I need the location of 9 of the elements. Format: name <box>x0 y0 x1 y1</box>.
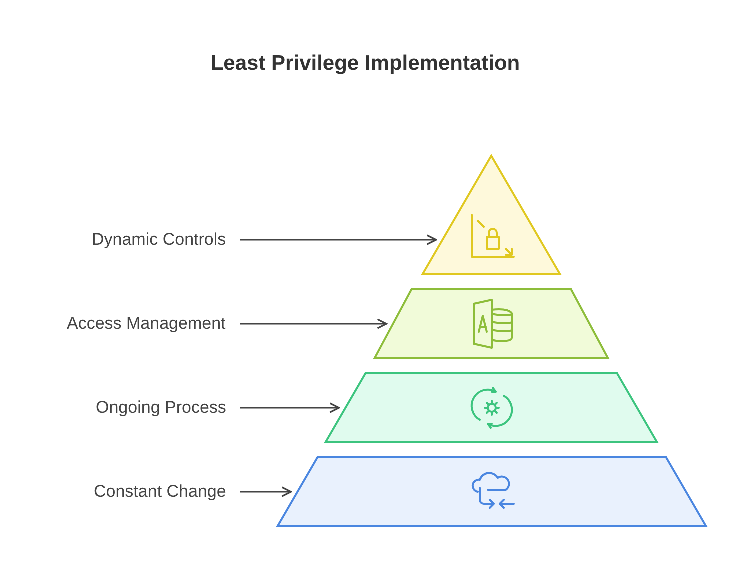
arrow <box>240 318 388 330</box>
arrow <box>240 486 292 498</box>
diagram-title: Least Privilege Implementation <box>210 52 522 76</box>
layer-label: Constant Change <box>94 482 226 502</box>
layer-label: Access Management <box>67 314 226 334</box>
arrow <box>240 402 340 414</box>
arrow <box>240 234 438 246</box>
layer-label: Ongoing Process <box>96 398 226 418</box>
layer-label: Dynamic Controls <box>92 230 226 250</box>
